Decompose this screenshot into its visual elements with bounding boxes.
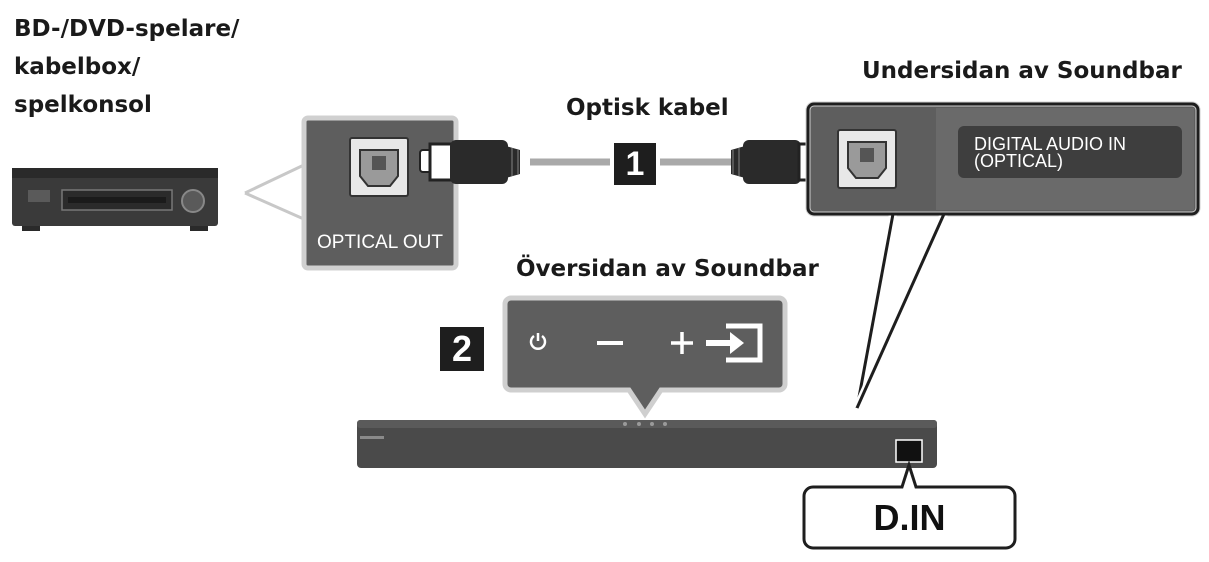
top-side-label: Översidan av Soundbar	[516, 256, 819, 282]
minus-icon	[597, 341, 623, 345]
digital-audio-in-panel	[805, 101, 1201, 217]
optical-out-panel	[301, 115, 459, 271]
input-source-icon	[704, 322, 764, 364]
din-label: D.IN	[873, 497, 946, 538]
digital-audio-in-label: DIGITAL AUDIO IN (OPTICAL)	[974, 134, 1127, 171]
player-device-icon	[12, 168, 218, 231]
step-2-badge	[440, 327, 484, 371]
step-2-number: 2	[451, 328, 473, 369]
digital-audio-in-line-2: (OPTICAL)	[974, 151, 1064, 171]
power-icon	[527, 330, 549, 352]
source-device-label: BD-/DVD-spelare/ kabelbox/ spelkonsol	[14, 10, 239, 124]
cable-label: Optisk kabel	[566, 95, 729, 121]
bottom-side-label: Undersidan av Soundbar	[862, 58, 1182, 84]
source-label-line-3: spelkonsol	[14, 92, 152, 118]
source-label-line-2: kabelbox/	[14, 54, 141, 80]
soundbar-control-panel	[502, 295, 788, 419]
din-callout	[802, 460, 1017, 550]
soundbar-device	[357, 420, 937, 468]
din-port-icon	[895, 439, 923, 463]
step-1-badge	[614, 143, 656, 185]
step-1-number: 1	[625, 145, 645, 183]
digital-audio-in-line-1: DIGITAL AUDIO IN	[974, 134, 1127, 154]
plus-icon	[668, 329, 696, 357]
source-label-line-1: BD-/DVD-spelare/	[14, 16, 240, 42]
optical-out-label: OPTICAL OUT	[317, 232, 443, 253]
